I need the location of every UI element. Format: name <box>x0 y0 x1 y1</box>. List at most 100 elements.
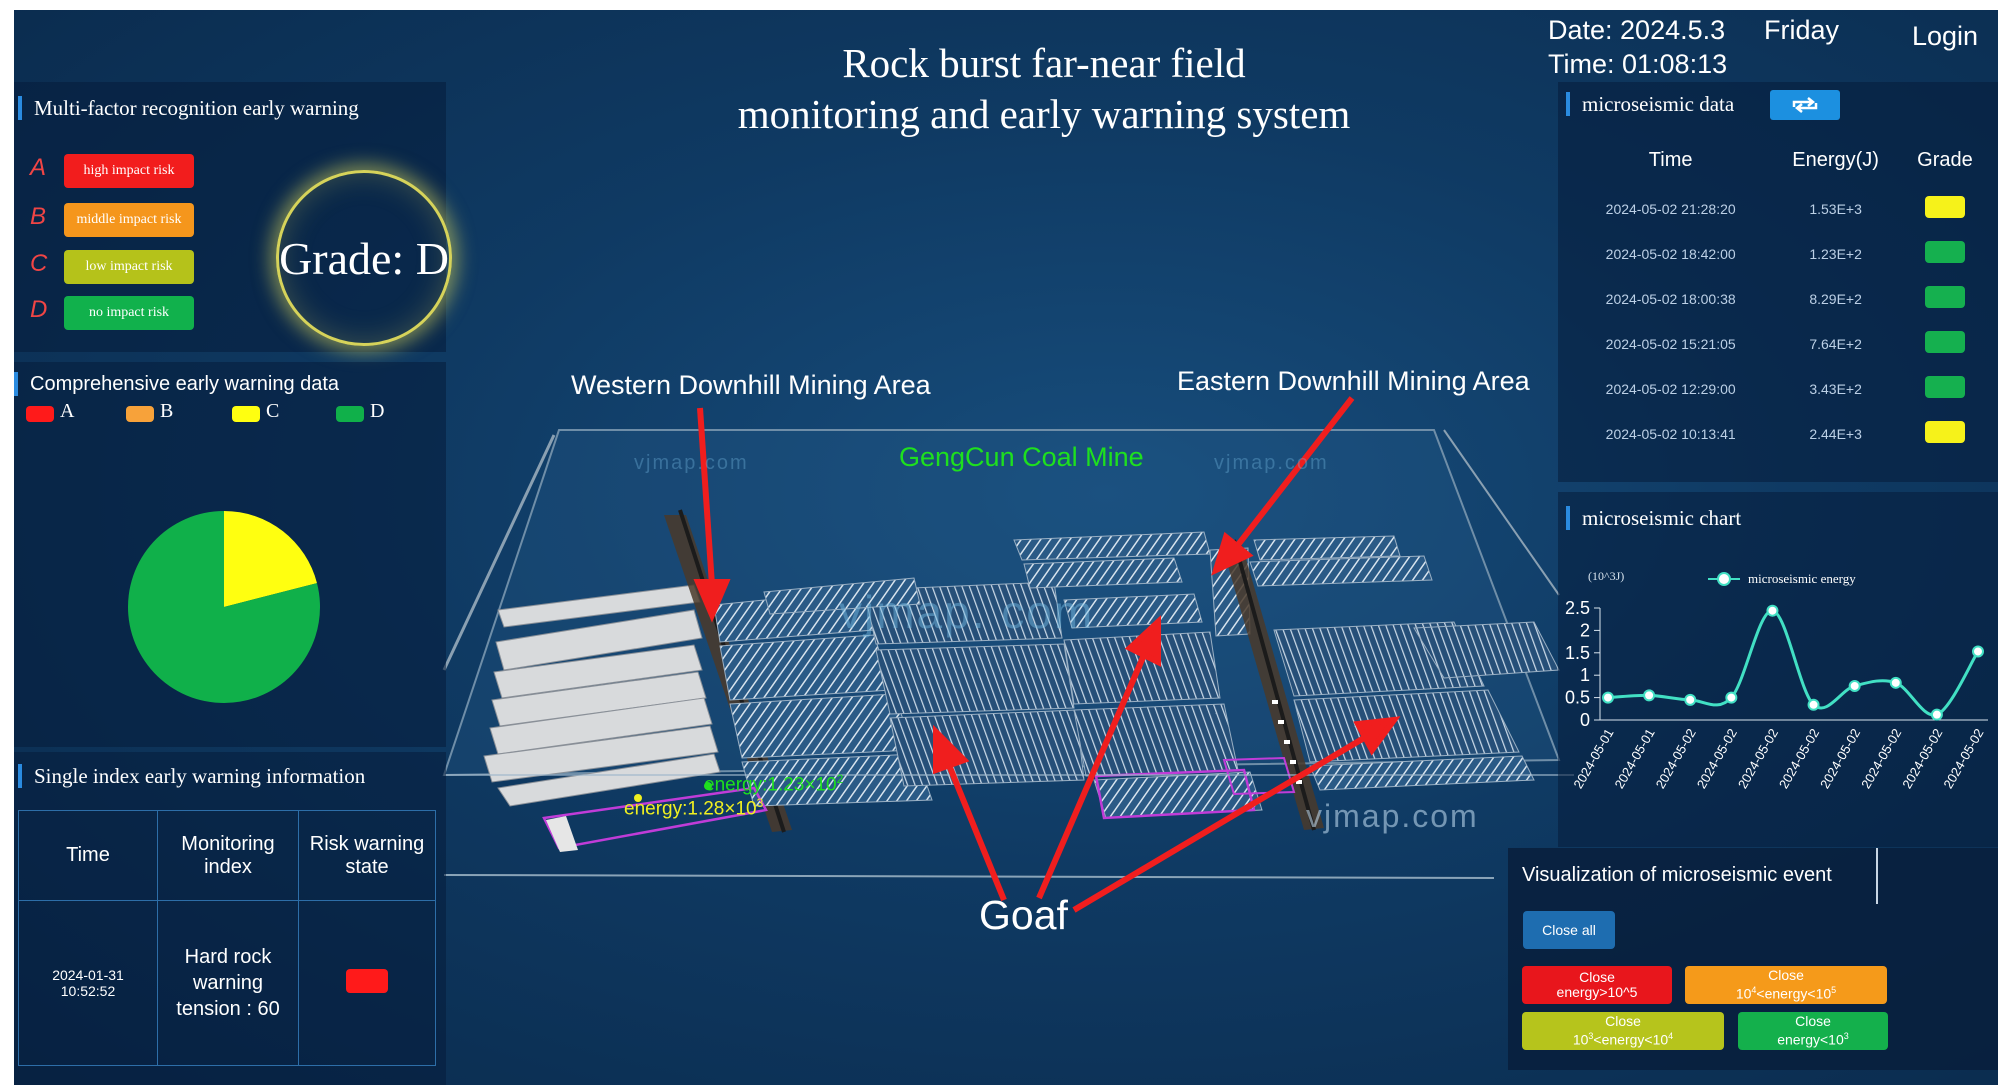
y-tick-label: 2.5 <box>1565 598 1590 618</box>
x-tick-label: 2024-05-02 <box>1858 726 1904 791</box>
date-display: Date: 2024.5.3 <box>1548 15 1726 45</box>
col-header-state: Risk warning state <box>298 810 436 901</box>
data-point[interactable] <box>1766 604 1779 617</box>
data-point[interactable] <box>1684 693 1697 706</box>
legend-label: microseismic energy <box>1748 571 1856 586</box>
watermark-center: vjmap. com <box>839 586 1095 638</box>
microseismic-data-panel: microseismic data Time Energy(J) Grade 2… <box>1558 82 1998 482</box>
grade-badge <box>1924 286 1965 308</box>
label-goaf: Goaf <box>979 892 1068 938</box>
time-display: Time: 01:08:13 <box>1548 49 1728 79</box>
x-tick-label: 2024-05-02 <box>1940 726 1986 791</box>
x-tick-label: 2024-05-02 <box>1899 726 1945 791</box>
level-letter-b: B <box>30 203 47 230</box>
data-point[interactable] <box>1972 645 1984 658</box>
y-axis-label: (10^3J) <box>1588 569 1624 583</box>
event-dot-green[interactable] <box>704 782 712 790</box>
comprehensive-title: Comprehensive early warning data <box>14 372 339 396</box>
label-mine-name: GengCun Coal Mine <box>899 442 1144 472</box>
dashboard-screen: vjmap.com vjmap.com vjmap. com vjmap.com… <box>14 10 1998 1085</box>
data-point[interactable] <box>1889 676 1902 689</box>
series-line-microseismic-energy <box>1607 609 1980 717</box>
grade-indicator: Grade: D <box>276 170 452 346</box>
x-tick-label: 2024-05-02 <box>1817 726 1863 791</box>
multi-factor-title: Multi-factor recognition early warning <box>18 96 359 120</box>
grade-badge <box>1924 331 1965 353</box>
microseismic-chart-panel: microseismic chart <box>1558 492 1998 847</box>
close-energy-1e3-1e4-button[interactable]: Close 103<energy<104 <box>1522 1012 1724 1050</box>
data-point[interactable] <box>1643 689 1656 702</box>
y-tick-label: 1 <box>1580 665 1590 685</box>
comprehensive-panel: Comprehensive early warning data A B C D <box>14 362 446 747</box>
state-badge <box>346 968 388 993</box>
microseismic-data-title: microseismic data <box>1566 92 1734 116</box>
x-tick-label: 2024-05-02 <box>1776 726 1822 791</box>
legend-label-b: B <box>160 400 174 422</box>
legend-label-a: A <box>60 400 75 422</box>
single-index-table: Time Monitoring index Risk warning state… <box>18 810 436 1066</box>
pie-slice-d[interactable] <box>128 511 320 703</box>
label-western-mining-area: Western Downhill Mining Area <box>571 370 931 400</box>
x-tick-label: 2024-05-02 <box>1735 726 1781 791</box>
legend-label-c: C <box>266 400 280 422</box>
y-tick-label: 1.5 <box>1565 643 1590 663</box>
watermark-bottom: vjmap.com <box>1306 798 1479 834</box>
level-letter-a: A <box>30 154 47 181</box>
level-letter-c: C <box>30 250 48 277</box>
annotation-arrows <box>693 396 1401 913</box>
close-all-button[interactable]: Close all <box>1523 911 1615 949</box>
microseismic-table: Time Energy(J) Grade 2024-05-02 21:28:20… <box>1572 134 1988 456</box>
y-tick-label: 2 <box>1580 620 1590 640</box>
visualization-panel: Visualization of microseismic event Clos… <box>1508 848 1998 1070</box>
label-eastern-mining-area: Eastern Downhill Mining Area <box>1177 366 1530 396</box>
data-point[interactable] <box>1930 708 1943 721</box>
warning-pie-chart <box>128 511 320 703</box>
row-index: Hard rock warning tension : 60 <box>157 900 299 1066</box>
data-point[interactable] <box>1602 691 1614 704</box>
refresh-button[interactable] <box>1770 90 1840 120</box>
x-tick-label: 2024-05-02 <box>1694 726 1740 791</box>
single-index-panel: Single index early warning information T… <box>14 752 446 1085</box>
x-tick-label: 2024-05-02 <box>1653 726 1699 791</box>
risk-badge-middle: middle impact risk <box>64 203 194 237</box>
grade-badge <box>1924 376 1965 398</box>
western-panels <box>483 584 721 807</box>
data-point[interactable] <box>1848 679 1861 692</box>
login-link[interactable]: Login <box>1912 21 1979 51</box>
single-index-title: Single index early warning information <box>18 764 365 788</box>
event-dot-yellow[interactable] <box>634 794 642 802</box>
row-state <box>298 900 436 1066</box>
divider <box>1876 848 1878 904</box>
pie-slice-c[interactable] <box>224 511 317 607</box>
data-point[interactable] <box>1725 691 1738 704</box>
col-header-index: Monitoring index <box>157 810 299 901</box>
risk-badge-none: no impact risk <box>64 296 194 330</box>
legend-marker <box>1717 572 1731 586</box>
visualization-title: Visualization of microseismic event <box>1522 864 1832 886</box>
watermark-left: vjmap.com <box>634 452 749 474</box>
legend-swatch-c <box>232 406 260 422</box>
grade-badge <box>1924 196 1965 218</box>
central-panels <box>1013 531 1263 819</box>
close-energy-lt-1e3-button[interactable]: Close energy<103 <box>1738 1012 1888 1050</box>
microseismic-chart-title: microseismic chart <box>1566 506 1741 530</box>
ms-header-energy: Energy(J) <box>1792 148 1879 171</box>
mine-map-model[interactable] <box>14 10 1998 1085</box>
microseismic-line-chart: (10^3J)microseismic energy00.511.522.520… <box>1565 569 1988 791</box>
grade-badge <box>1924 421 1965 443</box>
energy-label-green: energy:1.23×102 <box>704 772 844 796</box>
close-energy-1e4-1e5-button[interactable]: Close 104<energy<105 <box>1685 966 1887 1004</box>
ms-header-time: Time <box>1648 148 1693 171</box>
data-point[interactable] <box>1807 698 1820 711</box>
y-tick-label: 0 <box>1580 710 1590 730</box>
ms-header-grade: Grade <box>1917 148 1973 171</box>
